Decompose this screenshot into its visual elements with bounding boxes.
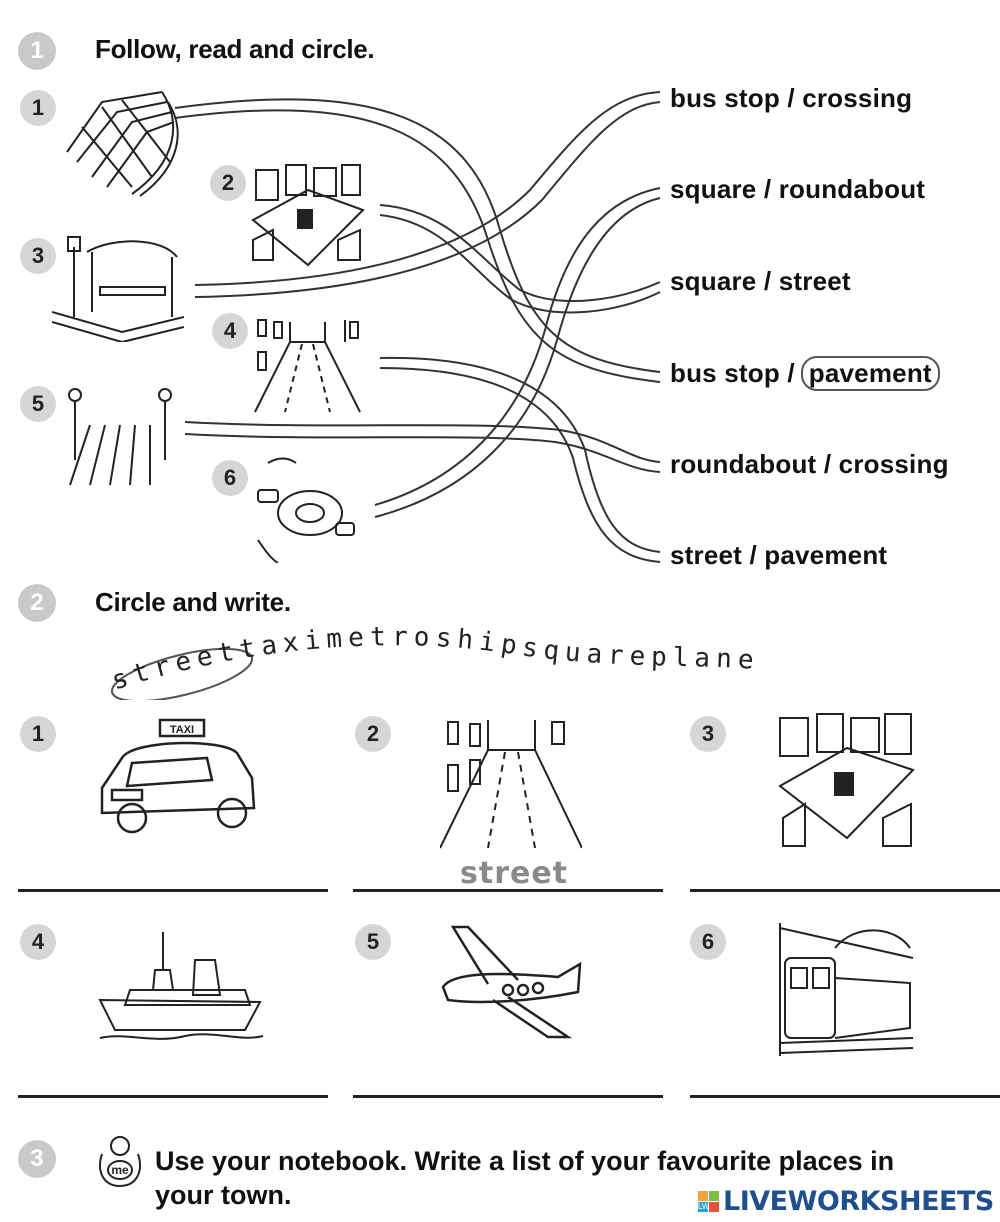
snake-remaining-letters[interactable]: taximetroshipsquareplane: [237, 622, 760, 676]
option-bus-stop-pavement[interactable]: bus stop / pavement: [670, 356, 940, 391]
section-2-number: 2: [18, 584, 56, 622]
ship-picture: [98, 932, 264, 1040]
match-item-5-number: 5: [20, 386, 56, 422]
write-item-2-number: 2: [355, 716, 391, 752]
write-item-6-number: 6: [690, 924, 726, 960]
me-icon: me: [94, 1132, 146, 1188]
word-snake: streettaximetroshipsquareplane: [108, 622, 760, 700]
option-bus-stop-pavement-prefix: bus stop /: [670, 358, 795, 388]
option-square-street[interactable]: square / street: [670, 266, 851, 296]
match-item-1-number: 1: [20, 90, 56, 126]
square-picture-2: [778, 713, 915, 847]
answer-line-6[interactable]: [690, 1095, 1000, 1098]
street-picture: [254, 319, 361, 413]
option-square-roundabout[interactable]: square / roundabout: [670, 174, 926, 204]
write-item-4-number: 4: [20, 924, 56, 960]
match-item-3-number: 3: [20, 238, 56, 274]
answer-line-5[interactable]: [353, 1095, 663, 1098]
liveworksheets-logo-icon: LW: [698, 1191, 719, 1212]
snake-circled-word[interactable]: street: [108, 636, 242, 697]
answer-line-2[interactable]: [353, 889, 663, 892]
tangle-lines: [174, 91, 661, 563]
snake-circle: [110, 647, 254, 700]
option-roundabout-crossing[interactable]: roundabout / crossing: [670, 449, 949, 479]
match-item-6-number: 6: [212, 460, 248, 496]
answer-line-3[interactable]: [690, 889, 1000, 892]
write-item-3-number: 3: [690, 716, 726, 752]
liveworksheets-watermark: LW LIVEWORKSHEETS: [698, 1186, 994, 1217]
roundabout-picture: [257, 457, 355, 563]
section-1-title: Follow, read and circle.: [95, 34, 375, 64]
write-item-5-number: 5: [355, 924, 391, 960]
liveworksheets-text: LIVEWORKSHEETS: [723, 1186, 994, 1217]
section-2-title: Circle and write.: [95, 587, 291, 617]
metro-picture: [779, 923, 914, 1056]
match-item-4-number: 4: [212, 313, 248, 349]
section-3-instruction-line1: Use your notebook. Write a list of your …: [155, 1146, 895, 1176]
section-3-instruction-line2: your town.: [155, 1180, 292, 1210]
example-answer-street: street: [460, 856, 569, 891]
bus-stop-picture: [52, 236, 184, 342]
answer-line-4[interactable]: [18, 1095, 328, 1098]
match-item-2-number: 2: [210, 165, 246, 201]
pavement-picture: [66, 91, 179, 197]
circled-example-pavement: pavement: [800, 356, 940, 391]
square-picture: [251, 164, 365, 267]
option-street-pavement[interactable]: street / pavement: [670, 540, 888, 570]
write-item-1-number: 1: [20, 716, 56, 752]
answer-line-1[interactable]: [18, 889, 328, 892]
section-1-number: 1: [18, 32, 56, 70]
me-icon-label: me: [111, 1163, 129, 1177]
section-3-number: 3: [18, 1140, 56, 1178]
taxi-sign-text: TAXI: [170, 724, 194, 736]
taxi-picture: TAXI: [100, 718, 256, 834]
option-bus-stop-crossing[interactable]: bus stop / crossing: [670, 83, 913, 113]
plane-picture: [441, 925, 582, 1039]
crossing-picture: [68, 388, 172, 486]
svg-text:streettaximetroshipsquareplane: streettaximetroshipsquareplane: [108, 622, 760, 696]
street-picture-2: [440, 720, 582, 849]
